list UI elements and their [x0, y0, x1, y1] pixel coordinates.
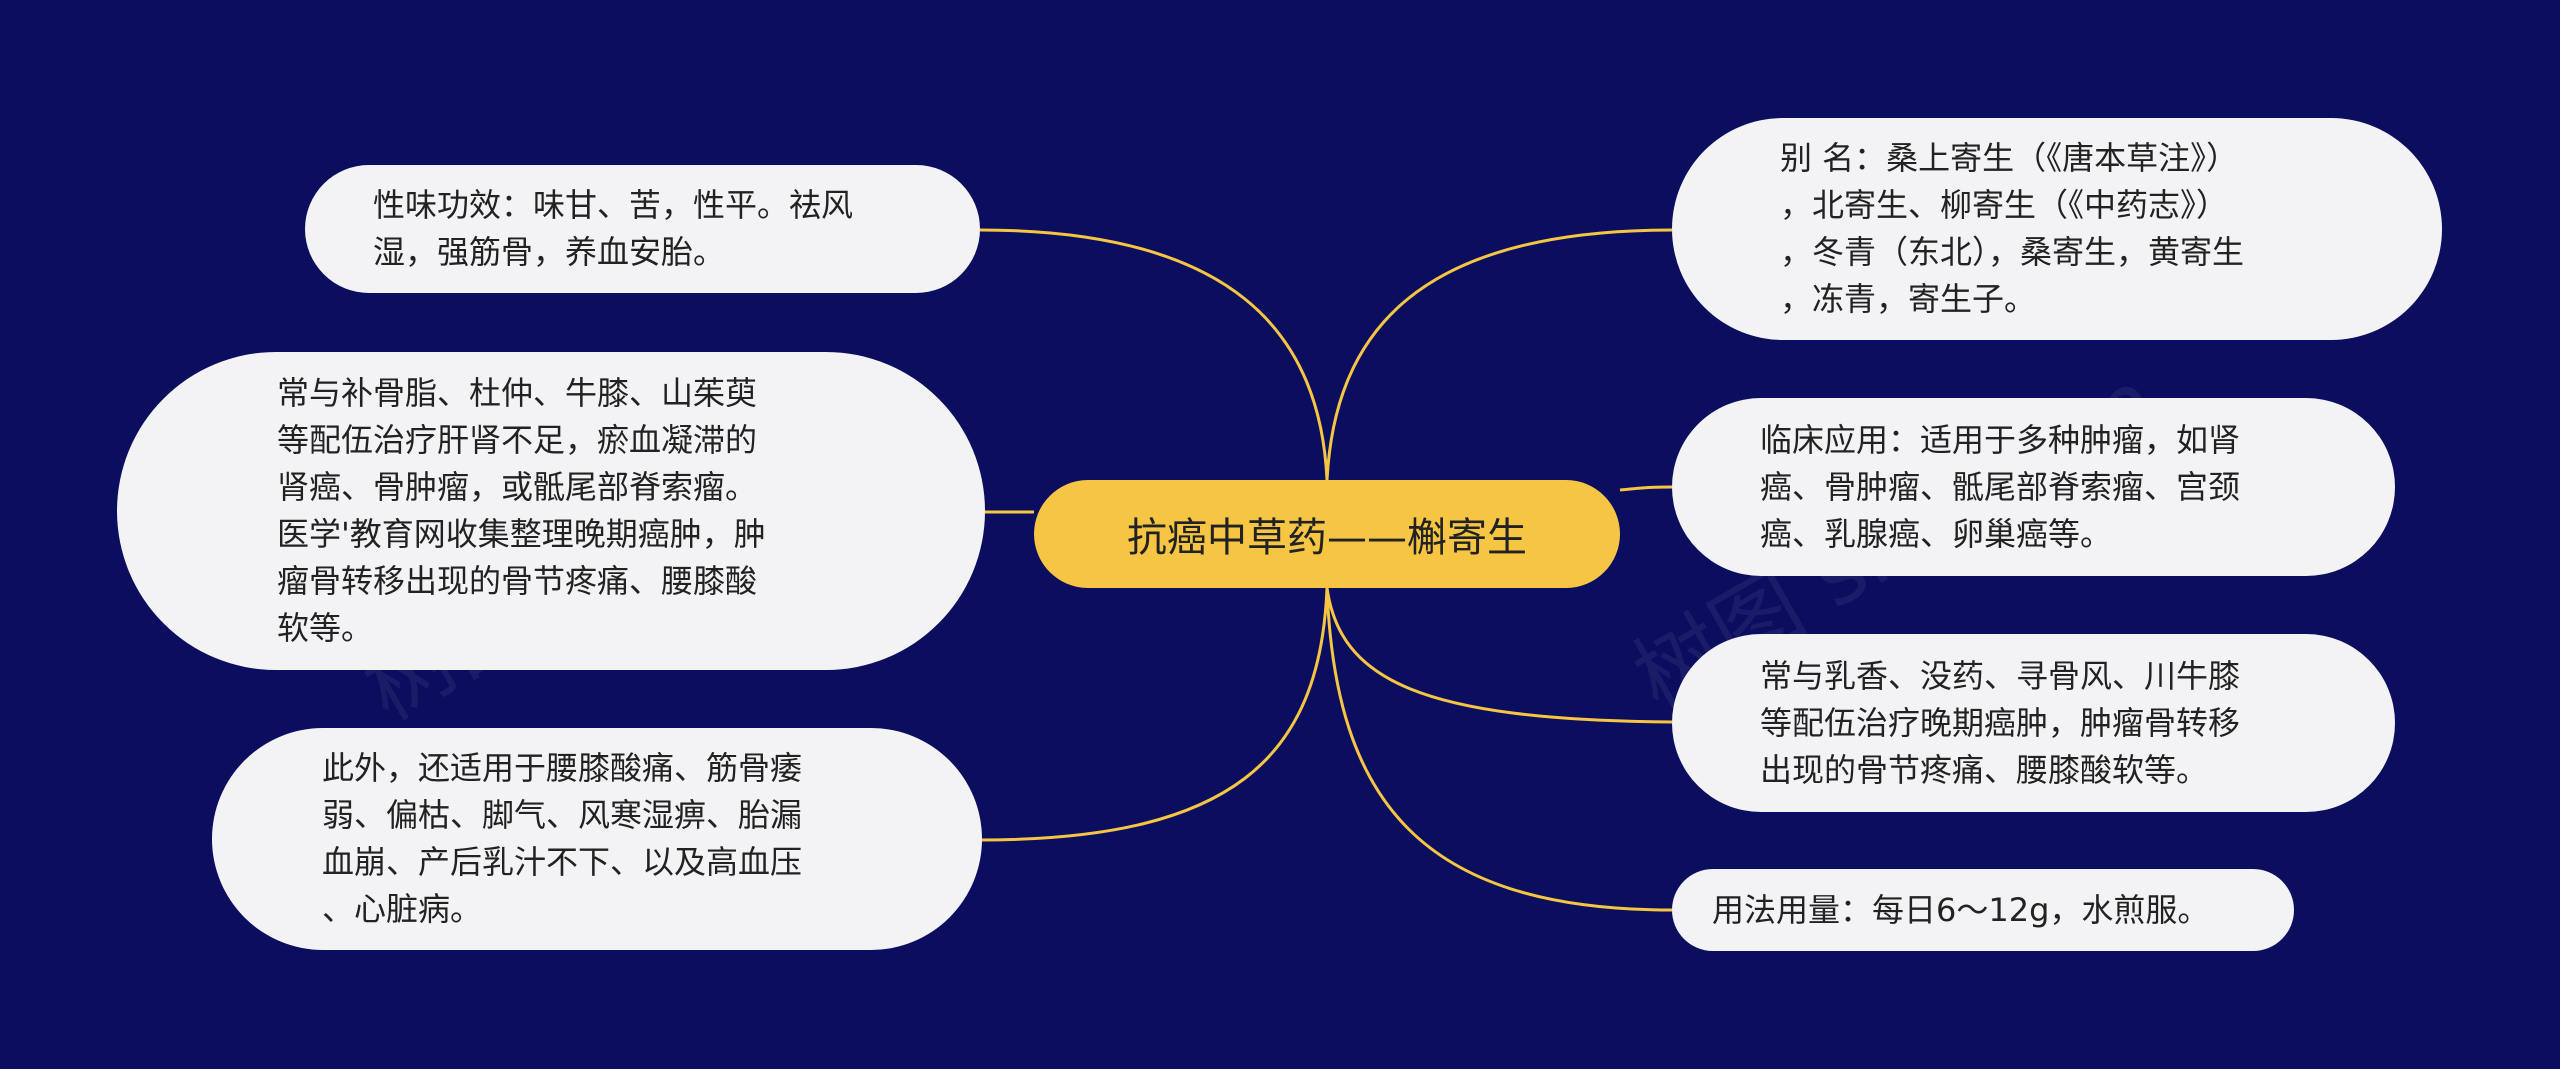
branch-text-left-2: 常与补骨脂、杜仲、牛膝、山茱萸 等配伍治疗肝肾不足，瘀血凝滞的 肾癌、骨肿瘤，或…: [277, 374, 766, 647]
connector-right-1: [1325, 228, 1673, 481]
connector-right-3: [1325, 587, 1673, 724]
branch-text-right-3: 常与乳香、没药、寻骨风、川牛膝 等配伍治疗晚期癌肿，肿瘤骨转移 出现的骨节疼痛、…: [1760, 656, 2241, 789]
branch-text-left-1: 性味功效：味甘、苦，性平。祛风 湿，强筋骨，养血安胎。: [373, 186, 854, 271]
connector-right-4: [1325, 587, 1673, 912]
branch-node-left-2[interactable]: 常与补骨脂、杜仲、牛膝、山茱萸 等配伍治疗肝肾不足，瘀血凝滞的 肾癌、骨肿瘤，或…: [117, 352, 985, 670]
branch-text-right-1: 别 名：桑上寄生（《唐本草注》） ，北寄生、柳寄生（《中药志》） ，冬青（东北）…: [1780, 139, 2245, 318]
branch-node-right-2[interactable]: 临床应用：适用于多种肿瘤，如肾 癌、骨肿瘤、骶尾部脊索瘤、宫颈 癌、乳腺癌、卵巢…: [1672, 398, 2395, 576]
branch-node-right-3[interactable]: 常与乳香、没药、寻骨风、川牛膝 等配伍治疗晚期癌肿，肿瘤骨转移 出现的骨节疼痛、…: [1672, 634, 2395, 812]
branch-node-right-1[interactable]: 别 名：桑上寄生（《唐本草注》） ，北寄生、柳寄生（《中药志》） ，冬青（东北）…: [1672, 118, 2442, 340]
connector-right-2: [1619, 485, 1673, 492]
connector-left-3: [979, 587, 1329, 842]
root-node[interactable]: 抗癌中草药——槲寄生: [1034, 480, 1620, 588]
branch-node-left-1[interactable]: 性味功效：味甘、苦，性平。祛风 湿，强筋骨，养血安胎。: [305, 165, 980, 293]
root-node-label: 抗癌中草药——槲寄生: [1127, 515, 1527, 561]
branch-text-right-4: 用法用量：每日6～12g，水煎服。: [1712, 890, 2210, 929]
branch-text-right-2: 临床应用：适用于多种肿瘤，如肾 癌、骨肿瘤、骶尾部脊索瘤、宫颈 癌、乳腺癌、卵巢…: [1760, 420, 2241, 553]
branch-node-right-4[interactable]: 用法用量：每日6～12g，水煎服。: [1672, 869, 2294, 951]
connector-left-1: [979, 228, 1329, 481]
branch-text-left-3: 此外，还适用于腰膝酸痛、筋骨痿 弱、偏枯、脚气、风寒湿痹、胎漏 血崩、产后乳汁不…: [322, 749, 803, 928]
branch-node-left-3[interactable]: 此外，还适用于腰膝酸痛、筋骨痿 弱、偏枯、脚气、风寒湿痹、胎漏 血崩、产后乳汁不…: [212, 728, 982, 950]
